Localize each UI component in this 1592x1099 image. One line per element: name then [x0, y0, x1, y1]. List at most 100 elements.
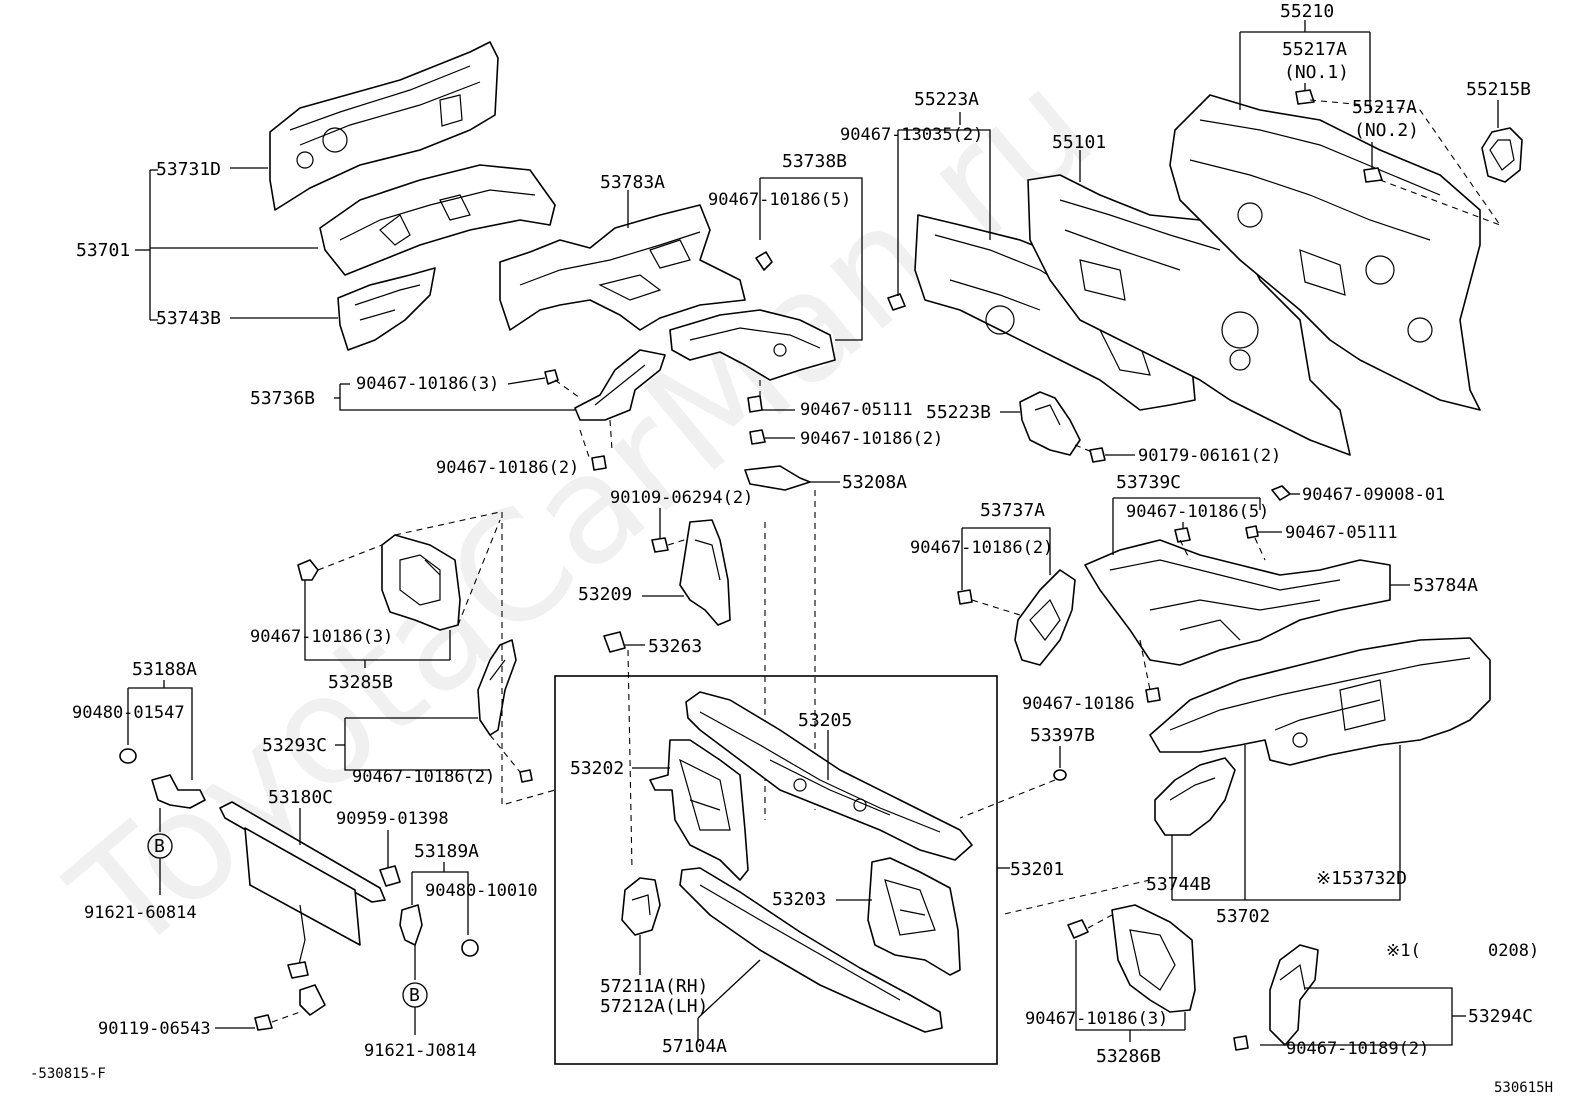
part-53188a-drawing	[151, 774, 206, 809]
label-55210: 55210	[1280, 1, 1334, 22]
label-53294c: 53294C	[1468, 1006, 1533, 1027]
footnote-value: 0208)	[1488, 941, 1539, 961]
label-55215b: 55215B	[1466, 79, 1531, 100]
label-53702: 53702	[1216, 906, 1270, 927]
part-53701-drawing	[319, 164, 556, 276]
part-53208a-drawing	[744, 465, 811, 491]
part-53205-drawing	[685, 691, 973, 861]
part-55223b-drawing	[1019, 391, 1081, 456]
clip-icon	[591, 455, 607, 471]
label-53731d: 53731D	[156, 159, 221, 180]
label-55217a-1: 55217A	[1282, 39, 1347, 60]
clip-icon	[254, 1014, 273, 1031]
label-90467-13035: 90467-13035(2)	[840, 125, 983, 145]
part-53180c-drawing	[219, 801, 386, 1016]
label-91621-j0814: 91621-J0814	[364, 1041, 477, 1061]
footer-left-code: -530815-F	[30, 1066, 106, 1082]
assembly-53201-box	[554, 675, 998, 1065]
label-53201: 53201	[1010, 859, 1064, 880]
ref-b-label: B	[154, 836, 165, 857]
clip-icon	[887, 293, 906, 311]
label-90467-10186-3a: 90467-10186(3)	[356, 374, 499, 394]
label-53263: 53263	[648, 636, 702, 657]
label-90480-01547: 90480-01547	[72, 703, 185, 723]
plug-53397b-drawing	[1053, 769, 1067, 781]
part-53743b-drawing	[337, 267, 436, 351]
label-53188a: 53188A	[132, 659, 197, 680]
label-53202: 53202	[570, 758, 624, 779]
part-53731d-drawing	[269, 41, 499, 211]
clip-icon	[1245, 525, 1259, 539]
label-53744b: 53744B	[1146, 874, 1211, 895]
label-57212a: 57212A(LH)	[600, 996, 708, 1017]
part-53293c-drawing	[477, 639, 517, 736]
label-53701: 53701	[76, 240, 130, 261]
label-90467-05111a: 90467-05111	[800, 400, 913, 420]
label-90467-05111b: 90467-05111	[1285, 523, 1398, 543]
part-57104a-drawing	[679, 867, 943, 1033]
part-53209-drawing	[679, 519, 731, 626]
label-90467-10186-5b: 90467-10186(5)	[1126, 502, 1269, 522]
label-57211a: 57211A(RH)	[600, 976, 708, 997]
label-55217a-no1: (NO.1)	[1284, 62, 1349, 83]
label-57104a: 57104A	[662, 1036, 727, 1057]
clip-icon	[1233, 1035, 1249, 1051]
part-53263-drawing	[603, 631, 626, 653]
footnote-mark: ※1(	[1386, 941, 1421, 961]
label-53293c: 53293C	[262, 735, 327, 756]
label-90467-10186-2b: 90467-10186(2)	[800, 429, 943, 449]
clip-icon	[1145, 687, 1161, 703]
label-90467-10189: 90467-10189(2)	[1286, 1039, 1429, 1059]
part-53286b-drawing	[1111, 904, 1196, 1013]
label-53189a: 53189A	[414, 841, 479, 862]
clip-icon	[1174, 527, 1191, 543]
part-53203-drawing	[867, 857, 961, 976]
label-153732d: ※153732D	[1316, 868, 1407, 889]
nut-icon	[119, 748, 137, 764]
clip-icon	[519, 769, 533, 783]
part-53202-drawing	[649, 739, 749, 881]
clip-icon	[755, 251, 773, 271]
part-57211a-drawing	[621, 877, 661, 936]
clip-icon	[1295, 89, 1315, 105]
label-90959-01398: 90959-01398	[336, 809, 449, 829]
clip-icon	[297, 559, 319, 581]
label-90480-10010: 90480-10010	[425, 881, 538, 901]
label-55217a-2: 55217A	[1352, 97, 1417, 118]
label-53208a: 53208A	[842, 472, 907, 493]
label-53285b: 53285B	[328, 672, 393, 693]
part-55101-drawing	[1027, 174, 1351, 456]
label-53286b: 53286B	[1096, 1046, 1161, 1067]
part-53744b-drawing	[1154, 757, 1236, 836]
label-55223b: 55223B	[926, 402, 991, 423]
clip-icon	[957, 589, 973, 605]
label-55217a-no2: (NO.2)	[1354, 120, 1419, 141]
label-90467-10186-3b: 90467-10186(3)	[250, 627, 393, 647]
label-53205: 53205	[798, 710, 852, 731]
label-90467-10186-2c: 90467-10186(2)	[910, 538, 1053, 558]
label-53743b: 53743B	[156, 308, 221, 329]
clip-icon	[1363, 167, 1383, 183]
part-53285b-drawing	[381, 534, 461, 631]
label-90179-06161: 90179-06161(2)	[1138, 446, 1281, 466]
label-53397b: 53397B	[1030, 725, 1095, 746]
part-55210-drawing	[1169, 94, 1481, 411]
label-91621-60814: 91621-60814	[84, 903, 197, 923]
part-53189a-drawing	[399, 904, 423, 946]
label-90109-06294: 90109-06294(2)	[610, 488, 753, 508]
label-53209: 53209	[578, 584, 632, 605]
label-90467-10186-5a: 90467-10186(5)	[708, 190, 851, 210]
clip-icon	[749, 429, 766, 445]
part-53738b-drawing	[669, 309, 836, 381]
ref-b-label-2: B	[409, 985, 420, 1006]
label-53203: 53203	[772, 889, 826, 910]
label-90119-06543: 90119-06543	[98, 1019, 211, 1039]
nut-icon	[461, 939, 479, 957]
label-90467-10186-2d: 90467-10186(2)	[352, 767, 495, 787]
clip-icon	[651, 537, 669, 553]
part-53736b-drawing	[574, 349, 666, 421]
clip-icon	[544, 369, 559, 385]
clip-icon	[1067, 919, 1089, 939]
footer-right-code: 530615H	[1494, 1080, 1553, 1096]
part-153732d-drawing	[1149, 637, 1491, 766]
